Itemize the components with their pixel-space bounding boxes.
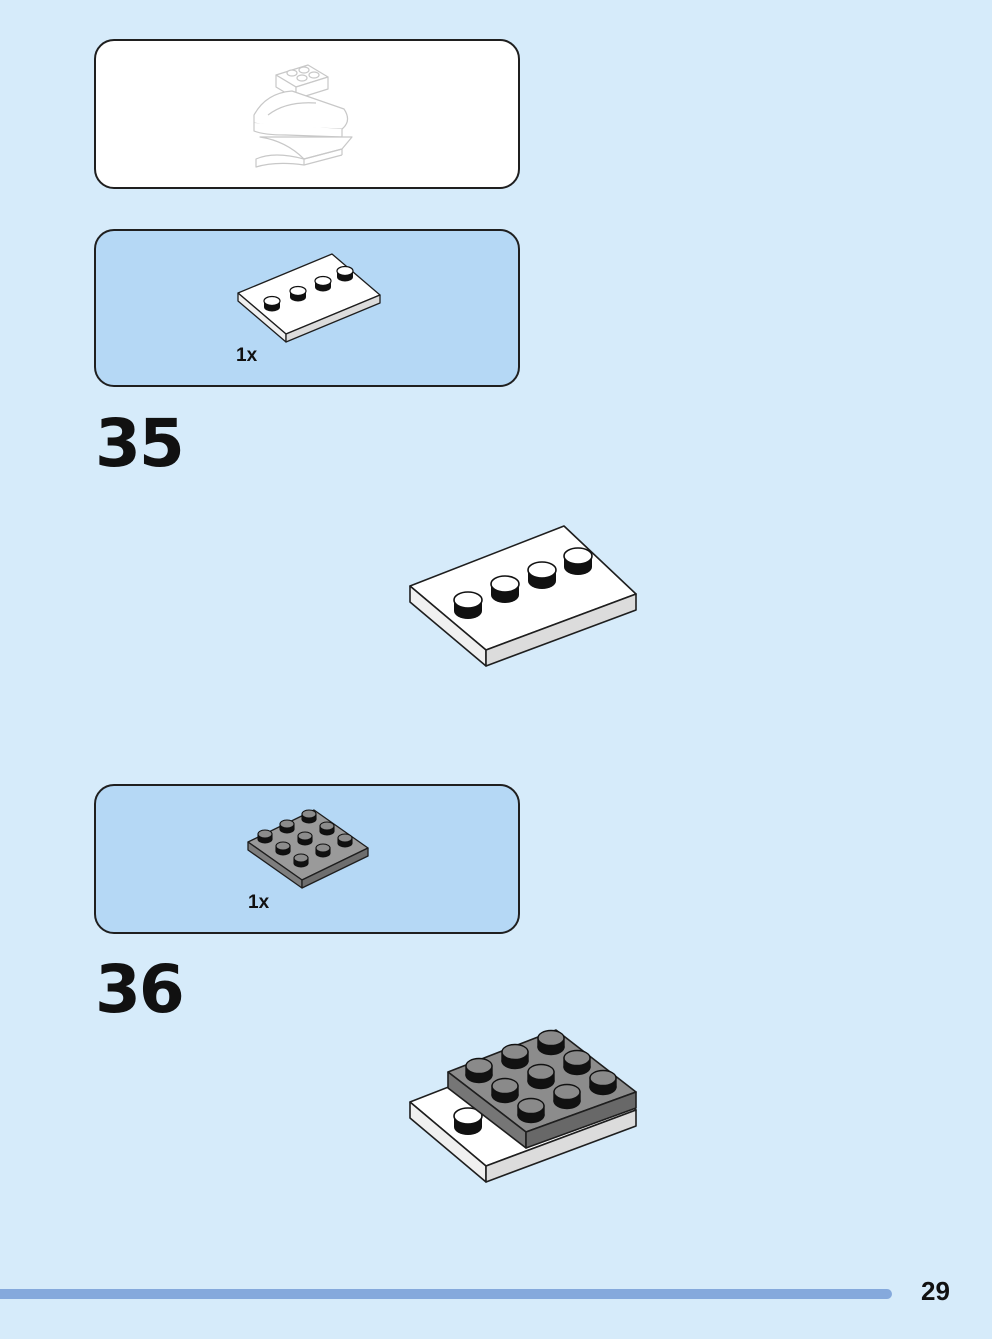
step-number: 35 <box>95 405 185 482</box>
page-number: 29 <box>921 1276 950 1306</box>
parts-list-panel: 1x <box>94 229 520 387</box>
submodel-preview-icon <box>253 64 353 168</box>
part-quantity-label: 1x <box>236 345 258 366</box>
white-plate-2x4-four-studs-icon <box>237 253 381 343</box>
stud-row <box>263 265 354 312</box>
submodel-preview-panel <box>94 39 520 189</box>
footer-bar <box>0 1289 892 1299</box>
gray-plate-on-white-plate-assembly-icon <box>409 1029 637 1183</box>
parts-list-panel: 1x <box>94 784 520 934</box>
white-plate-assembly-icon <box>409 525 637 667</box>
part-quantity-label: 1x <box>248 892 270 913</box>
step-number: 36 <box>95 951 185 1028</box>
gray-plate-3x3-icon <box>247 809 369 889</box>
